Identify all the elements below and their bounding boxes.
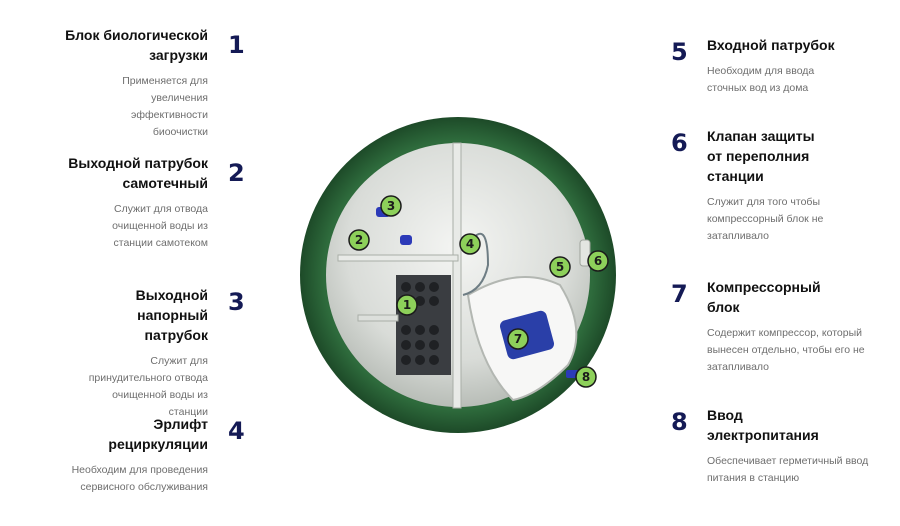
item-number: 1 [228,31,245,59]
item-title: Компрессорный блок [707,279,821,315]
svg-text:6: 6 [594,254,602,268]
item-7: Компрессорный блок Содержит компрессор, … [707,277,877,376]
marker-6: 6 [587,250,609,272]
item-1: Блок биологической загрузки Применяется … [58,25,208,141]
item-number: 8 [671,408,688,436]
item-number: 7 [671,280,688,308]
airlift-line [462,232,490,296]
item-title: Клапан защиты от переполния станции [707,128,815,184]
svg-text:3: 3 [387,199,395,213]
item-number: 4 [228,417,245,445]
svg-text:1: 1 [403,298,411,312]
marker-4: 4 [459,233,481,255]
tank-shelf [357,314,399,322]
item-8: Ввод электропитания Обеспечивает гермети… [707,405,877,487]
item-title: Блок биологической загрузки [65,27,208,63]
item-4: Эрлифт рециркуляции Необходим для провед… [58,414,208,496]
item-description: Содержит компрессор, который вынесен отд… [707,327,865,373]
item-description: Служит для принудительного отвода очищен… [88,355,208,418]
item-description: Применяется для увеличения эффективности… [122,75,208,138]
marker-5: 5 [549,256,571,278]
svg-text:7: 7 [514,332,522,346]
marker-7: 7 [507,328,529,350]
item-number: 2 [228,159,245,187]
item-5: Входной патрубок Необходим для ввода сто… [707,35,877,97]
item-title: Выходной напорный патрубок [135,287,208,343]
item-description: Служит для отвода очищенной воды из стан… [112,203,208,249]
item-title: Эрлифт рециркуляции [108,416,208,452]
marker-2: 2 [348,229,370,251]
item-title: Выходной патрубок самотечный [68,155,208,191]
marker-1: 1 [396,294,418,316]
item-title: Входной патрубок [707,37,835,53]
item-number: 6 [671,129,688,157]
svg-text:8: 8 [582,370,590,384]
item-description: Обеспечивает герметичный ввод питания в … [707,455,869,484]
tank-diagram: 1 2 3 4 5 6 7 8 [300,117,616,433]
item-2: Выходной патрубок самотечный Служит для … [58,153,208,252]
svg-text:5: 5 [556,260,564,274]
item-3: Выходной напорный патрубок Служит для пр… [58,285,208,421]
outlet-pipe-gravity [400,235,412,245]
tank-wall-vertical [452,142,462,409]
bio-load-block [396,275,451,375]
svg-text:4: 4 [466,237,474,251]
item-description: Необходим для проведения сервисного обсл… [71,464,208,493]
svg-text:2: 2 [355,233,363,247]
item-title: Ввод электропитания [707,407,819,443]
tank-wall-horizontal [337,254,459,262]
item-6: Клапан защиты от переполния станции Служ… [707,126,877,245]
item-description: Служит для того чтобы компрессорный блок… [707,196,824,242]
item-description: Необходим для ввода сточных вод из дома [707,65,815,94]
marker-3: 3 [380,195,402,217]
marker-8: 8 [575,366,597,388]
item-number: 5 [671,38,688,66]
item-number: 3 [228,288,245,316]
